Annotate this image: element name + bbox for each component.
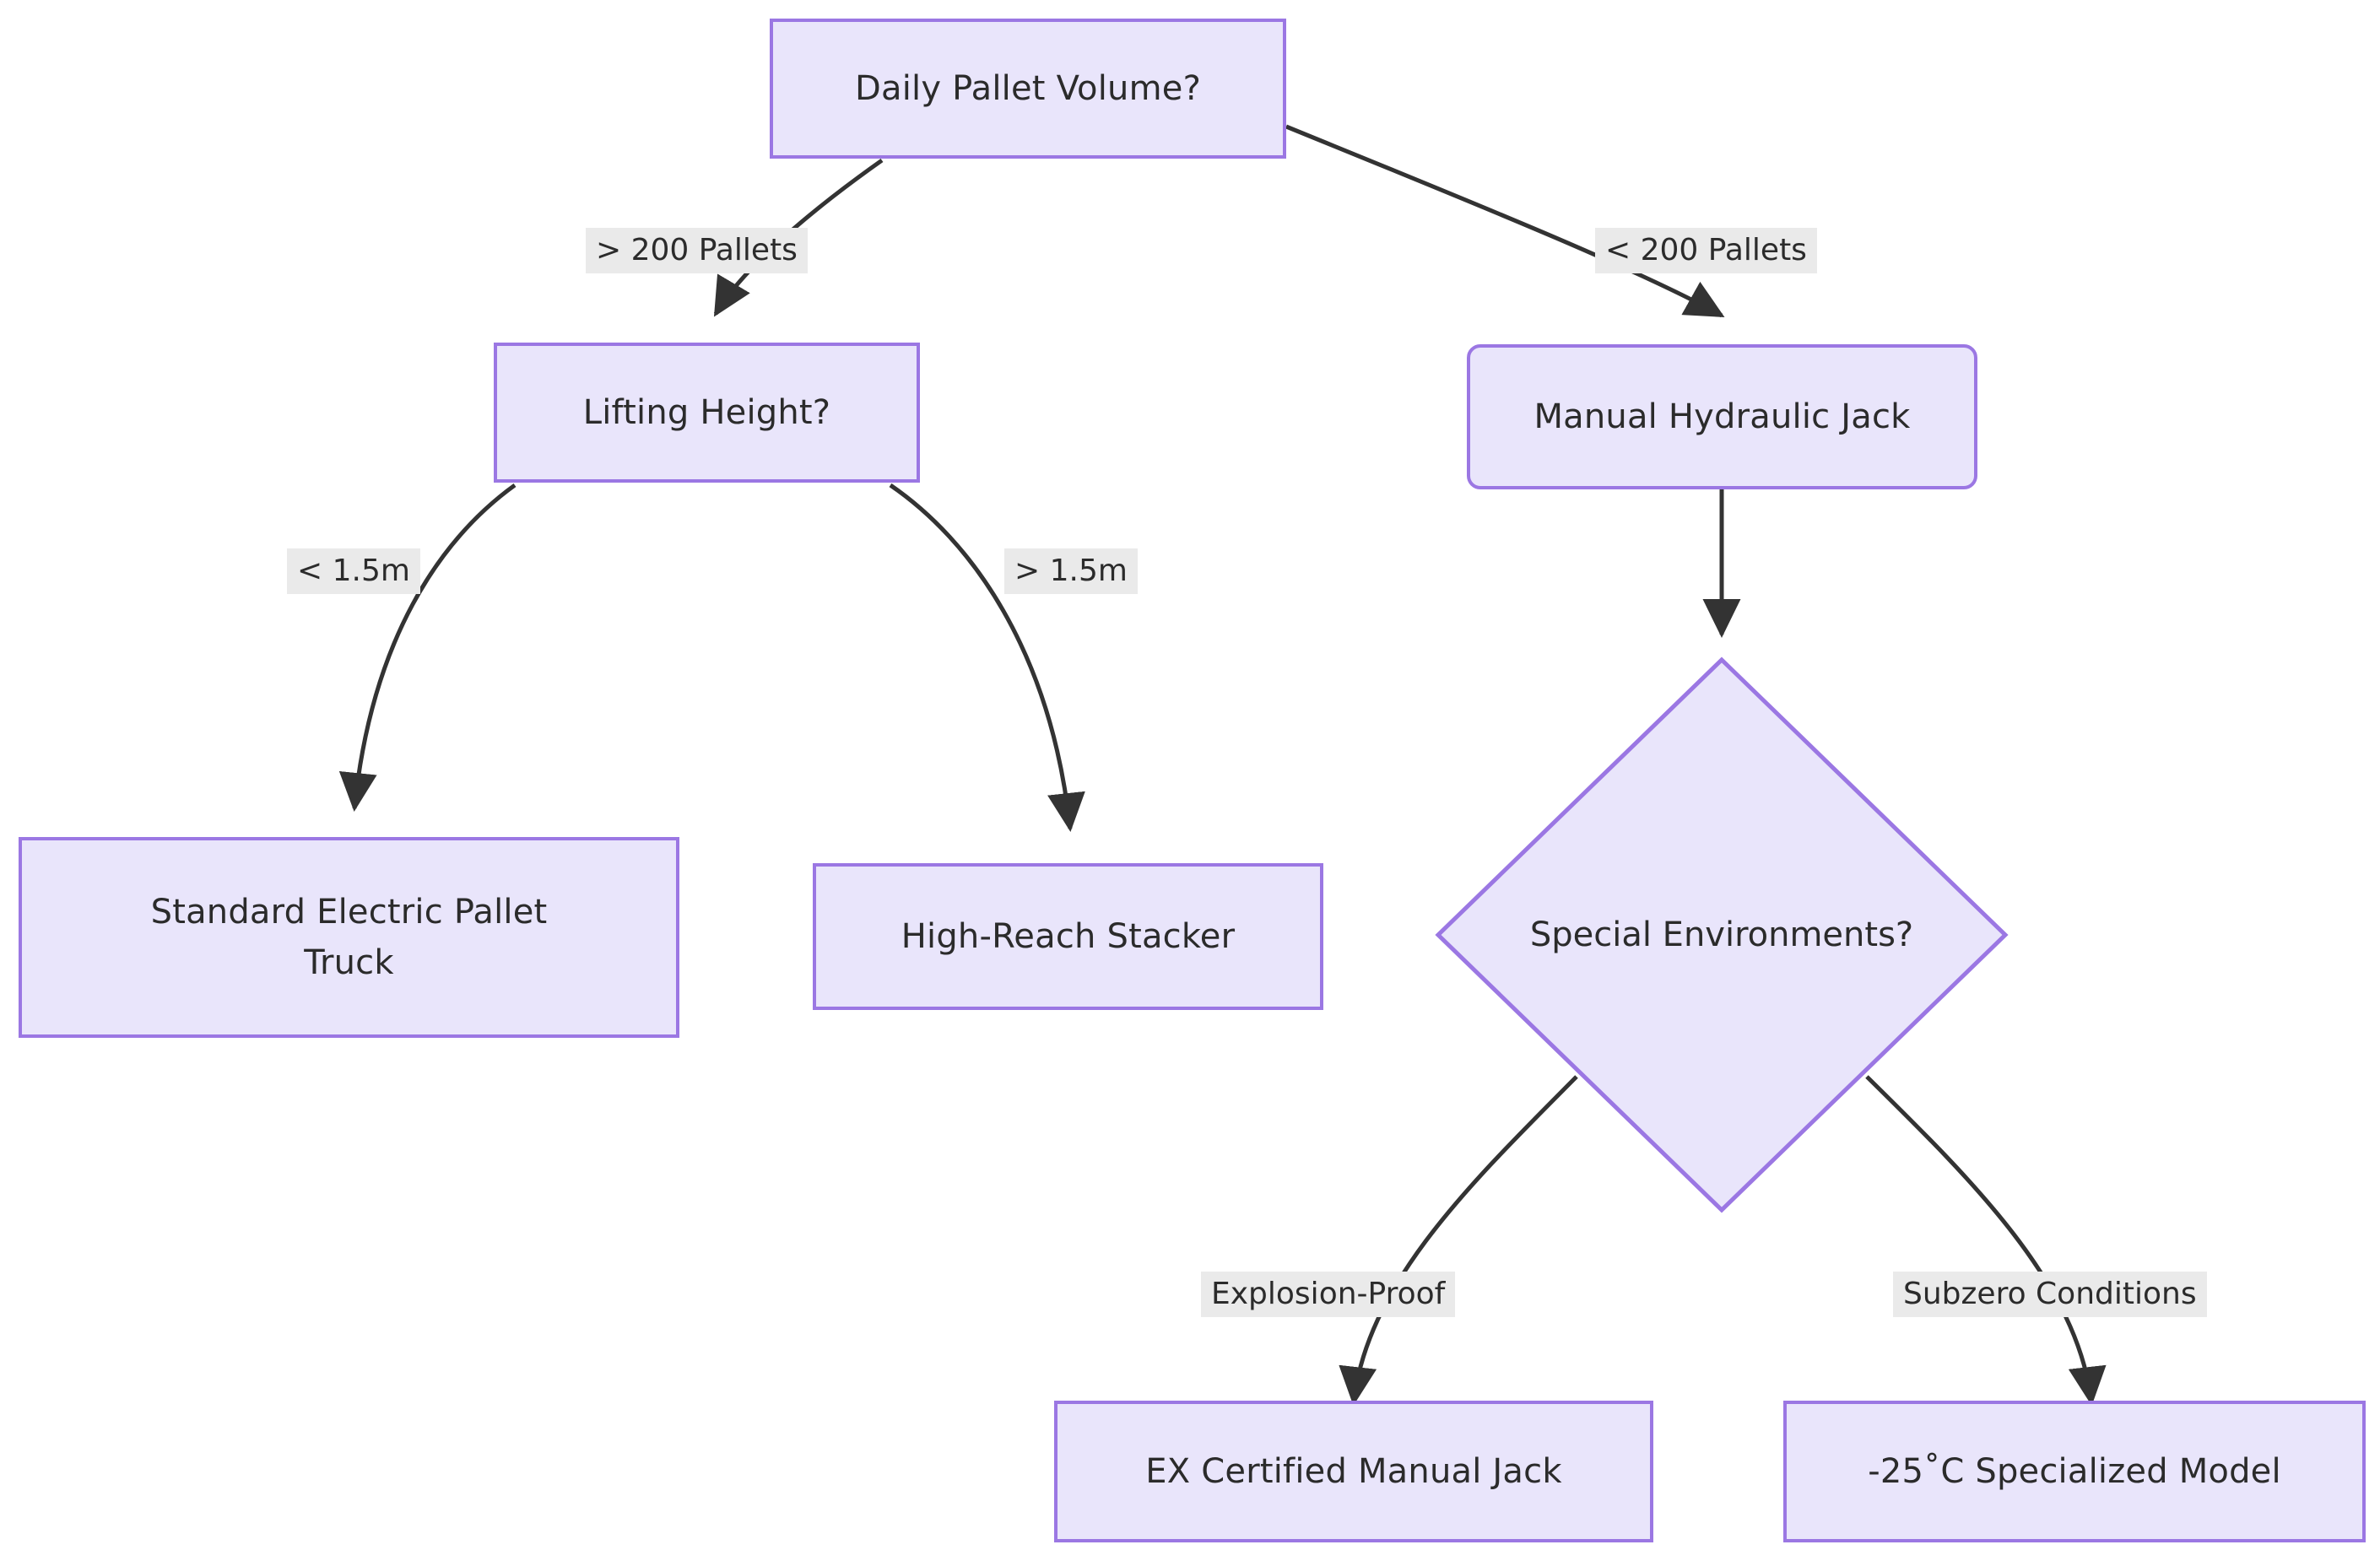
node-standard-electric-pallet-truck-label: Standard Electric Pallet Truck [150,893,548,982]
node-high-reach-stacker[interactable]: High-Reach Stacker [813,863,1323,1010]
edge-volume-to-manual-jack [1285,124,1725,318]
node-daily-pallet-volume-label: Daily Pallet Volume? [855,69,1201,108]
node-ex-certified-manual-jack-label: EX Certified Manual Jack [1145,1452,1562,1491]
node-subzero-specialized-model[interactable]: -25˚C Specialized Model [1783,1401,2366,1542]
diamond-shape [1435,656,2009,1213]
edge-label-explosion-proof: Explosion-Proof [1201,1272,1456,1317]
edge-label-under-1-5m: < 1.5m [287,548,420,594]
edge-lifting-height-to-high-reach-stacker [889,483,1085,832]
node-lifting-height-label: Lifting Height? [582,393,831,432]
edge-label-over-200-pallets: > 200 Pallets [586,228,808,273]
node-manual-hydraulic-jack-label: Manual Hydraulic Jack [1533,397,1911,436]
edge-lifting-height-to-standard-truck [338,483,517,812]
edge-special-environments-to-subzero-model [1865,1075,2107,1406]
edge-label-subzero-conditions: Subzero Conditions [1893,1272,2207,1317]
node-manual-hydraulic-jack[interactable]: Manual Hydraulic Jack [1467,344,1977,489]
node-lifting-height[interactable]: Lifting Height? [494,343,920,483]
node-standard-electric-pallet-truck[interactable]: Standard Electric Pallet Truck [19,837,679,1038]
node-special-environments[interactable]: Special Environments? [1435,656,2009,1213]
node-subzero-specialized-model-label: -25˚C Specialized Model [1868,1452,2281,1491]
edge-label-over-1-5m: > 1.5m [1004,548,1138,594]
node-daily-pallet-volume[interactable]: Daily Pallet Volume? [770,19,1286,159]
edge-label-under-200-pallets: < 200 Pallets [1595,228,1817,273]
node-ex-certified-manual-jack[interactable]: EX Certified Manual Jack [1054,1401,1653,1542]
edge-special-environments-to-ex-jack [1339,1075,1578,1406]
node-special-environments-label: Special Environments? [1529,915,1914,954]
node-high-reach-stacker-label: High-Reach Stacker [901,917,1236,956]
